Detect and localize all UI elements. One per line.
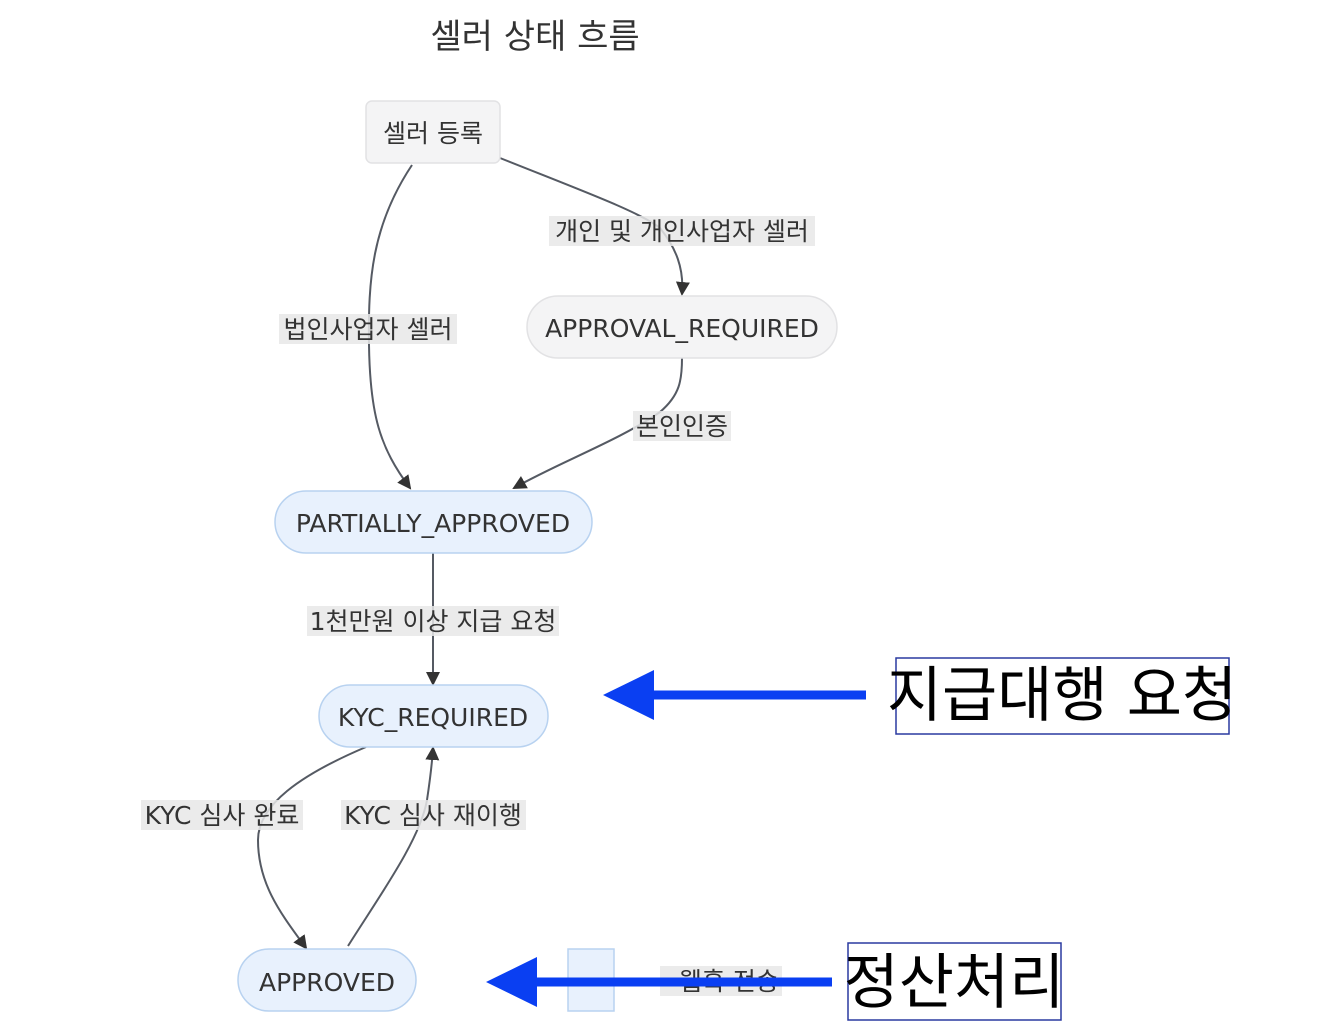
edge-label-kyc-redo: KYC 심사 재이행 xyxy=(341,800,526,830)
node-kyc-required: KYC_REQUIRED xyxy=(318,684,549,748)
callout-payout-agency-box xyxy=(895,657,1230,735)
callout-payout-agency-arrowhead xyxy=(603,670,654,720)
edge-label-identity-text: 본인인증 xyxy=(636,412,728,441)
callout-settlement-text: 정산처리 xyxy=(844,948,1065,1018)
node-approved: APPROVED xyxy=(237,948,417,1012)
edge-kyc-required-to-approved xyxy=(256,746,367,950)
node-kyc-required-label: KYC_REQUIRED xyxy=(338,703,528,732)
edge-register-to-partially-approved xyxy=(367,164,413,490)
callout-payout-agency: 지급대행 요청 xyxy=(603,657,1237,735)
edge-label-kyc-redo-text: KYC 심사 재이행 xyxy=(344,801,522,830)
edge-label-over-10m-text: 1천만원 이상 지급 요청 xyxy=(310,607,557,636)
node-partially-approved: PARTIALLY_APPROVED xyxy=(274,490,593,554)
edge-label-individual-text: 개인 및 개인사업자 셀러 xyxy=(555,217,809,246)
node-partially-approved-label: PARTIALLY_APPROVED xyxy=(296,509,570,538)
edge-label-kyc-done-text: KYC 심사 완료 xyxy=(145,801,300,830)
callout-payout-agency-text: 지급대행 요청 xyxy=(887,661,1237,731)
edge-label-kyc-done: KYC 심사 완료 xyxy=(141,800,303,830)
edge-label-corporate: 법인사업자 셀러 xyxy=(279,314,457,344)
diagram-title: 셀러 상태 흐름 xyxy=(430,17,639,57)
edge-label-corporate-text: 법인사업자 셀러 xyxy=(284,315,453,344)
node-register-label: 셀러 등록 xyxy=(383,119,483,148)
edge-label-individual: 개인 및 개인사업자 셀러 xyxy=(549,216,815,246)
edge-label-identity: 본인인증 xyxy=(633,411,731,441)
node-approval-required: APPROVAL_REQUIRED xyxy=(526,295,838,359)
callout-settlement-arrowhead xyxy=(486,957,537,1007)
callout-settlement: 정산처리 xyxy=(486,942,1065,1021)
callout-settlement-box xyxy=(847,942,1062,1021)
node-approval-required-label: APPROVAL_REQUIRED xyxy=(545,314,819,343)
edge-approved-to-kyc-required xyxy=(347,746,440,947)
node-register: 셀러 등록 xyxy=(365,100,501,164)
node-approved-label: APPROVED xyxy=(259,968,395,997)
edge-label-over-10m: 1천만원 이상 지급 요청 xyxy=(307,606,559,636)
